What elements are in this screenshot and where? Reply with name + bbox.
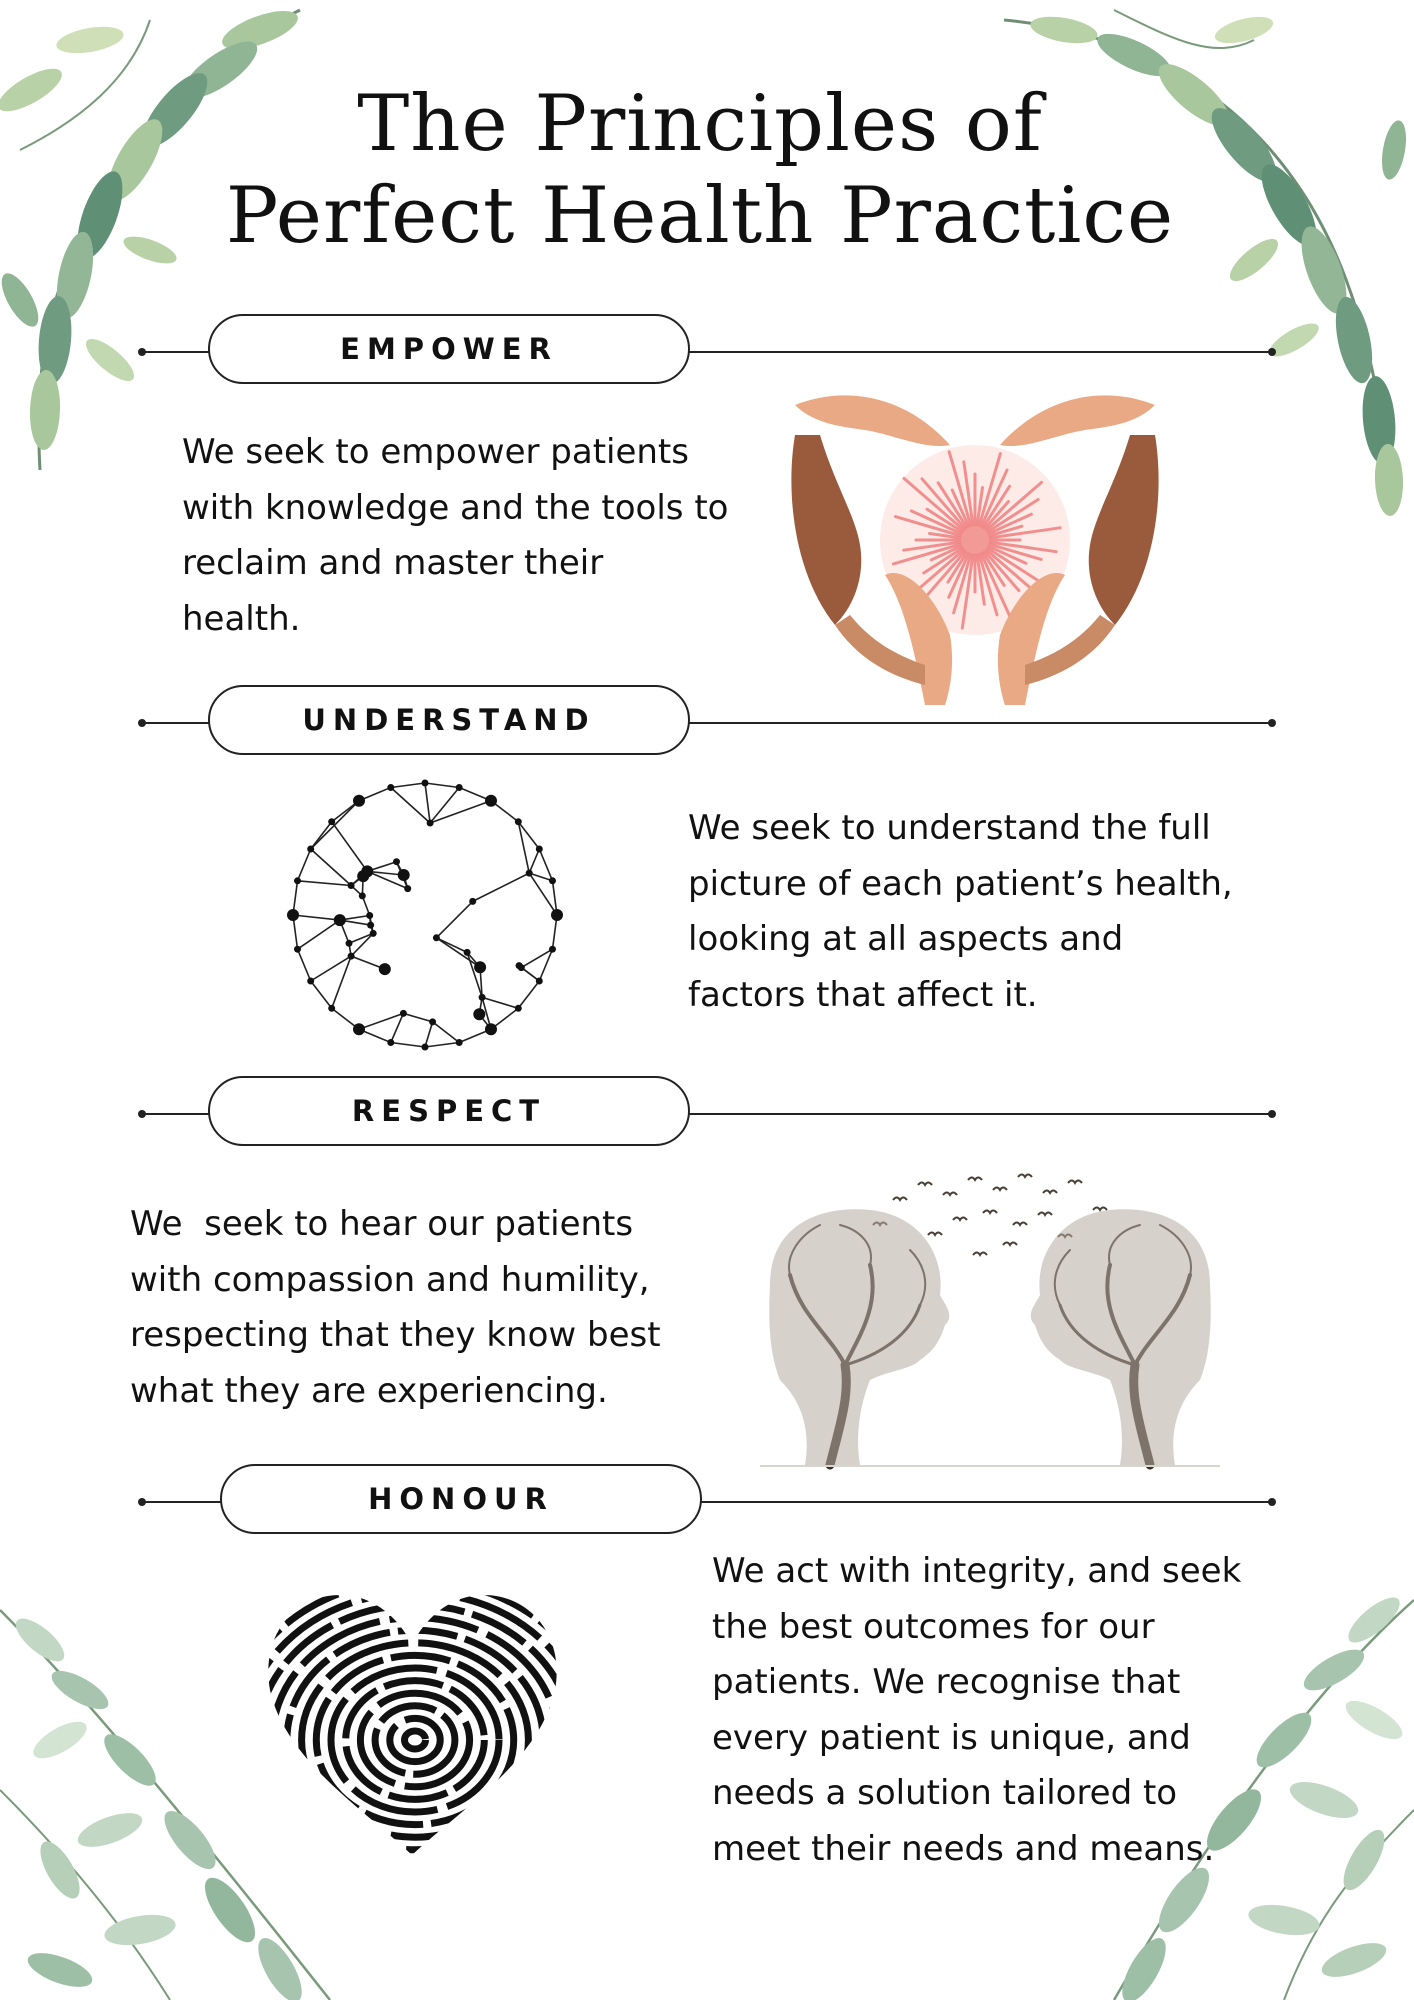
hands-heart-icon bbox=[791, 395, 1159, 705]
text-line: We seek to understand the full bbox=[688, 808, 1211, 848]
foliage-bottom-right-decoration bbox=[1112, 1597, 1414, 2000]
text-line: with knowledge and the tools to bbox=[182, 487, 729, 528]
title-line-1: The Principles of bbox=[357, 79, 1043, 169]
text-line: health. bbox=[182, 598, 301, 639]
empower-section-divider: EMPOWER bbox=[138, 314, 1276, 390]
divider-rule bbox=[140, 351, 1274, 353]
burst-rays bbox=[880, 445, 1070, 635]
text-line: what they are experiencing. bbox=[130, 1370, 608, 1411]
text-line: with compassion and humility, bbox=[130, 1259, 650, 1300]
foliage-top-right-decoration bbox=[1003, 9, 1407, 516]
respect-section-divider: RESPECT bbox=[138, 1076, 1276, 1152]
understand-section-divider: UNDERSTAND bbox=[138, 685, 1276, 761]
divider-rule bbox=[140, 722, 1274, 724]
respect-heading: RESPECT bbox=[208, 1076, 690, 1146]
tree-heads-birds-icon bbox=[760, 1173, 1220, 1470]
text-line: the best outcomes for our bbox=[712, 1606, 1155, 1647]
divider-dot-left bbox=[138, 1110, 146, 1118]
text-line: reclaim and master their bbox=[182, 543, 604, 583]
divider-dot-right bbox=[1268, 1110, 1276, 1118]
text-line: needs a solution tailored to bbox=[712, 1773, 1178, 1813]
text-line: every patient is unique, and bbox=[712, 1717, 1191, 1758]
page-title: The Principles of Perfect Health Practic… bbox=[200, 78, 1200, 262]
fingerprint-heart-icon bbox=[268, 1595, 557, 1855]
foliage-bottom-left-decoration bbox=[0, 1609, 331, 2000]
empower-heading: EMPOWER bbox=[208, 314, 690, 384]
divider-dot-right bbox=[1268, 348, 1276, 356]
honour-section-divider: HONOUR bbox=[138, 1464, 1276, 1540]
title-line-2: Perfect Health Practice bbox=[225, 171, 1175, 261]
text-line: patients. We recognise that bbox=[712, 1662, 1181, 1702]
empower-text: We seek to empower patients with knowled… bbox=[182, 425, 762, 647]
text-line: picture of each patient’s health, bbox=[688, 863, 1233, 904]
text-line: meet their needs and means. bbox=[712, 1828, 1215, 1869]
divider-rule bbox=[140, 1113, 1274, 1115]
divider-dot-right bbox=[1268, 1498, 1276, 1506]
text-line: respecting that they know best bbox=[130, 1315, 661, 1355]
divider-dot-left bbox=[138, 719, 146, 727]
network-graph bbox=[287, 779, 563, 1051]
divider-dot-left bbox=[138, 348, 146, 356]
text-line: We seek to hear our patients bbox=[130, 1204, 634, 1244]
text-line: We seek to empower patients bbox=[182, 432, 689, 472]
text-line: factors that affect it. bbox=[688, 974, 1038, 1015]
foliage-top-left-decoration bbox=[0, 8, 301, 471]
divider-dot-left bbox=[138, 1498, 146, 1506]
honour-heading: HONOUR bbox=[220, 1464, 702, 1534]
text-line: We act with integrity, and seek bbox=[712, 1551, 1242, 1591]
network-sphere-icon bbox=[287, 779, 563, 1051]
text-line: looking at all aspects and bbox=[688, 919, 1124, 959]
understand-heading: UNDERSTAND bbox=[208, 685, 690, 755]
divider-dot-right bbox=[1268, 719, 1276, 727]
honour-text: We act with integrity, and seek the best… bbox=[712, 1544, 1312, 1877]
understand-text: We seek to understand the full picture o… bbox=[688, 801, 1288, 1023]
divider-rule bbox=[140, 1501, 1274, 1503]
respect-text: We seek to hear our patients with compas… bbox=[130, 1197, 730, 1419]
